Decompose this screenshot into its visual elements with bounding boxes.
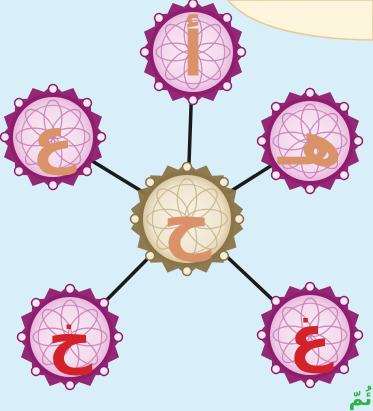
node-letter: أ	[182, 14, 203, 91]
letter-node: غ	[257, 282, 363, 388]
center-node: ح	[131, 162, 244, 276]
top-banner	[228, 0, 373, 40]
letter-node: خ	[17, 284, 123, 390]
footer-partial-text: ئُمّ	[349, 386, 372, 410]
node-letter: غ	[289, 301, 334, 374]
letter-node: أ	[140, 0, 246, 105]
center-letter: ح	[162, 184, 211, 263]
node-letter: خ	[48, 303, 93, 376]
letter-node: ع	[0, 84, 106, 190]
node-letter: ع	[32, 103, 77, 176]
node-letter: هـ	[277, 107, 342, 180]
letter-node: هـ	[257, 88, 363, 194]
